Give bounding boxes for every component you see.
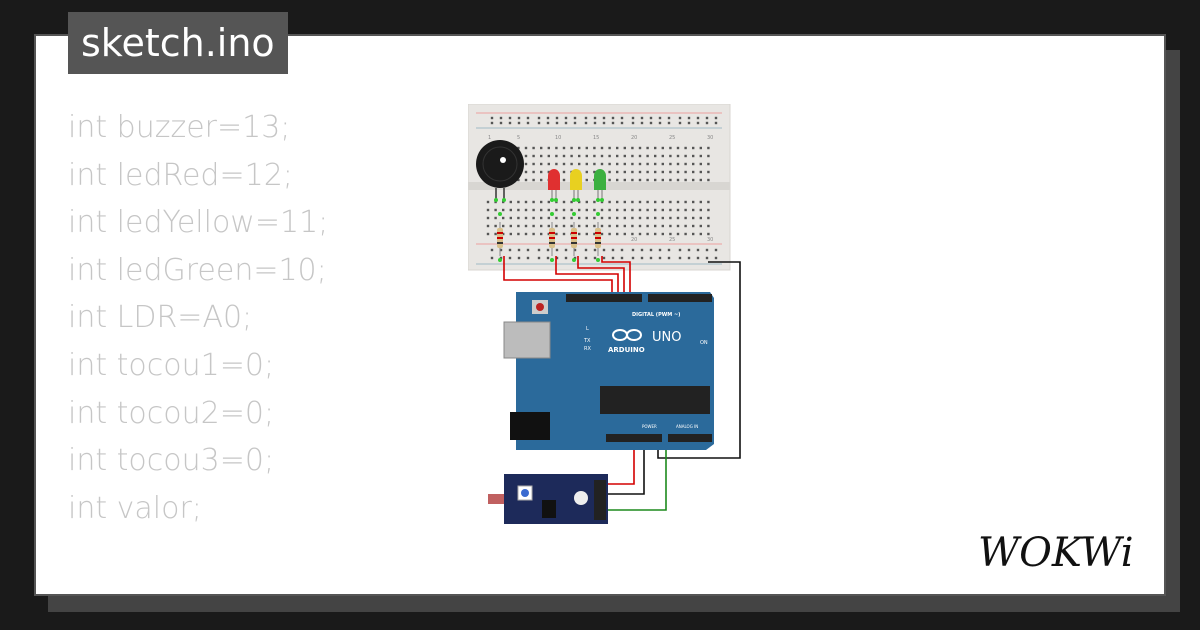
led-label: RX bbox=[584, 346, 591, 352]
code-line: int ledGreen=10; bbox=[68, 252, 327, 288]
wokwi-logo-text: WOKWi bbox=[978, 530, 1134, 576]
digital-label: DIGITAL (PWM ~) bbox=[632, 312, 680, 318]
col-label: 25 bbox=[669, 237, 675, 243]
file-tab-label: sketch.ino bbox=[81, 21, 275, 65]
col-label: 10 bbox=[555, 135, 561, 141]
ldr-module[interactable] bbox=[488, 474, 608, 524]
model-label: UNO bbox=[652, 330, 681, 345]
col-label: 5 bbox=[517, 135, 520, 141]
code-line: int tocou3=0; bbox=[68, 443, 275, 479]
arduino-logo-icon bbox=[612, 329, 642, 341]
power-jack bbox=[510, 412, 550, 440]
photoresistor bbox=[488, 494, 504, 504]
arduino-uno[interactable]: DIGITAL (PWM ~) UNO ARDUINO ON POWER ANA… bbox=[503, 292, 714, 450]
col-label: 20 bbox=[631, 237, 637, 243]
code-line: int ledRed=12; bbox=[68, 157, 293, 193]
code-line: int valor; bbox=[68, 490, 202, 526]
chip bbox=[600, 386, 710, 414]
led-label: TX bbox=[583, 338, 591, 344]
file-tab[interactable]: sketch.ino bbox=[68, 12, 288, 74]
wires bbox=[503, 256, 741, 511]
led-label: L bbox=[586, 326, 589, 332]
brand-label: ARDUINO bbox=[608, 346, 645, 354]
resistors[interactable] bbox=[497, 222, 601, 256]
code-line: int tocou2=0; bbox=[68, 395, 275, 431]
col-label: 15 bbox=[593, 135, 599, 141]
analog-label: ANALOG IN bbox=[676, 424, 698, 429]
code-line: int buzzer=13; bbox=[68, 110, 291, 145]
code-line: int ledYellow=11; bbox=[68, 205, 329, 241]
col-label: 30 bbox=[707, 237, 713, 243]
code-line: int tocou1=0; bbox=[68, 347, 275, 383]
power-label: POWER bbox=[642, 424, 657, 429]
code-line: int LDR=A0; bbox=[68, 300, 253, 336]
col-label: 1 bbox=[488, 135, 491, 141]
on-label: ON bbox=[700, 340, 708, 346]
col-label: 20 bbox=[631, 135, 637, 141]
circuit-diagram: 1 5 10 15 20 25 30 20 25 30 bbox=[468, 104, 741, 524]
connection-dots bbox=[494, 198, 604, 262]
col-label: 30 bbox=[707, 135, 713, 141]
wokwi-logo: WOKWi bbox=[978, 530, 1134, 576]
col-label: 25 bbox=[669, 135, 675, 141]
usb-port bbox=[503, 321, 551, 359]
code-preview: int buzzer=13; int ledRed=12; int ledYel… bbox=[68, 104, 328, 532]
